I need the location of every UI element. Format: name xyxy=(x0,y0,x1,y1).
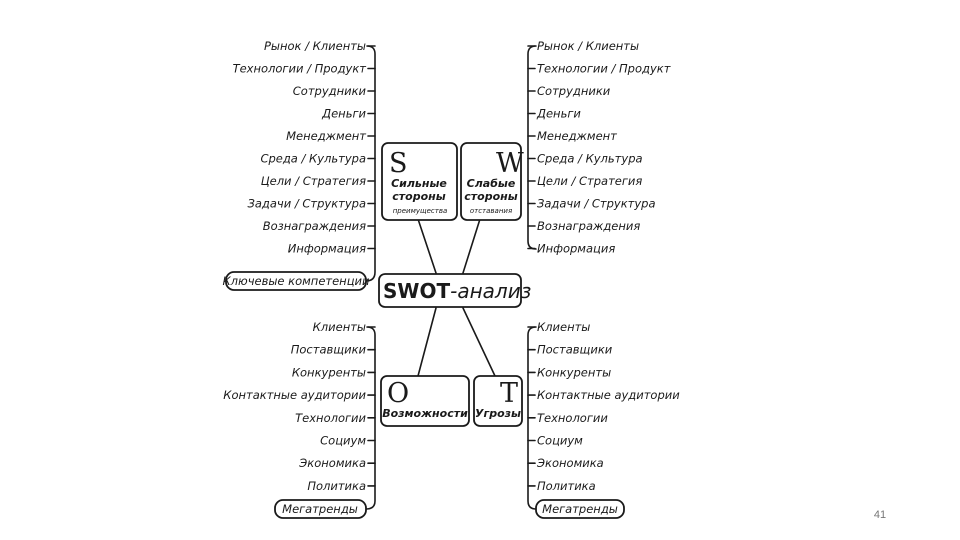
s-item: Сотрудники xyxy=(293,84,367,98)
s-item: Деньги xyxy=(321,107,366,121)
s-item: Среда / Культура xyxy=(260,152,366,166)
t-item: Поставщики xyxy=(537,343,613,357)
w-item: Информация xyxy=(537,242,615,256)
s-item: Информация xyxy=(288,242,366,256)
o-item: Контактные аудитории xyxy=(223,388,366,402)
w-item: Менеджмент xyxy=(537,129,617,143)
s-label-sub: преимущества xyxy=(393,207,448,215)
s-footer-label: Ключевые компетенции xyxy=(223,274,370,288)
t-box: T Угрозы xyxy=(473,375,523,427)
t-label: Угрозы xyxy=(475,407,521,420)
w-item: Задачи / Структура xyxy=(537,197,656,211)
s-item: Технологии / Продукт xyxy=(233,62,367,76)
w-label-line2: стороны xyxy=(464,190,517,203)
w-label-sub: отставания xyxy=(470,207,512,215)
s-item: Вознаграждения xyxy=(263,219,366,233)
s-label-line2: стороны xyxy=(392,190,445,203)
o-item: Конкуренты xyxy=(292,365,366,379)
w-bracket xyxy=(527,45,537,250)
swot-subtitle: -анализ xyxy=(450,279,531,303)
t-item: Контактные аудитории xyxy=(537,388,680,402)
t-item: Конкуренты xyxy=(537,365,611,379)
s-label-line1: Сильные xyxy=(391,177,447,190)
o-item: Социум xyxy=(320,434,366,448)
t-letter: T xyxy=(500,378,518,409)
w-item: Вознаграждения xyxy=(537,219,640,233)
s-box: S Сильные стороны преимущества xyxy=(381,142,458,221)
o-item: Политика xyxy=(307,479,366,493)
o-item: Клиенты xyxy=(313,320,366,334)
t-item: Социум xyxy=(537,434,583,448)
swot-center-text: SWOT-анализ xyxy=(383,279,531,303)
o-letter: O xyxy=(387,378,409,409)
w-label-line1: Слабые xyxy=(467,177,516,190)
s-item: Задачи / Структура xyxy=(247,197,366,211)
w-letter: W xyxy=(496,148,524,179)
w-item: Технологии / Продукт xyxy=(537,62,671,76)
s-letter: S xyxy=(389,148,408,179)
w-box: W Слабые стороны отставания xyxy=(460,142,524,221)
s-item: Цели / Стратегия xyxy=(261,174,366,188)
o-footer-label: Мегатренды xyxy=(282,502,358,516)
swot-center-box: SWOT-анализ xyxy=(378,273,531,308)
w-item: Сотрудники xyxy=(537,84,611,98)
w-item: Среда / Культура xyxy=(537,152,643,166)
s-footer-pill: Ключевые компетенции xyxy=(223,271,370,291)
s-item: Рынок / Клиенты xyxy=(264,39,366,53)
t-footer-label: Мегатренды xyxy=(542,502,618,516)
connector-lines xyxy=(417,218,496,377)
o-item: Экономика xyxy=(298,456,366,470)
w-item: Рынок / Клиенты xyxy=(537,39,639,53)
o-label: Возможности xyxy=(382,407,468,420)
s-item: Менеджмент xyxy=(286,129,366,143)
t-item: Клиенты xyxy=(537,320,590,334)
s-bracket xyxy=(365,45,376,282)
t-item: Технологии xyxy=(537,411,608,425)
w-item: Деньги xyxy=(536,107,581,121)
page-number: 41 xyxy=(874,509,886,521)
o-footer-pill: Мегатренды xyxy=(274,499,367,519)
o-box: O Возможности xyxy=(380,375,470,427)
swot-title: SWOT xyxy=(383,279,450,303)
o-item: Поставщики xyxy=(291,343,367,357)
t-item: Политика xyxy=(537,479,596,493)
t-footer-pill: Мегатренды xyxy=(535,499,625,519)
t-item: Экономика xyxy=(536,456,604,470)
w-item: Цели / Стратегия xyxy=(537,174,642,188)
o-item: Технологии xyxy=(295,411,366,425)
